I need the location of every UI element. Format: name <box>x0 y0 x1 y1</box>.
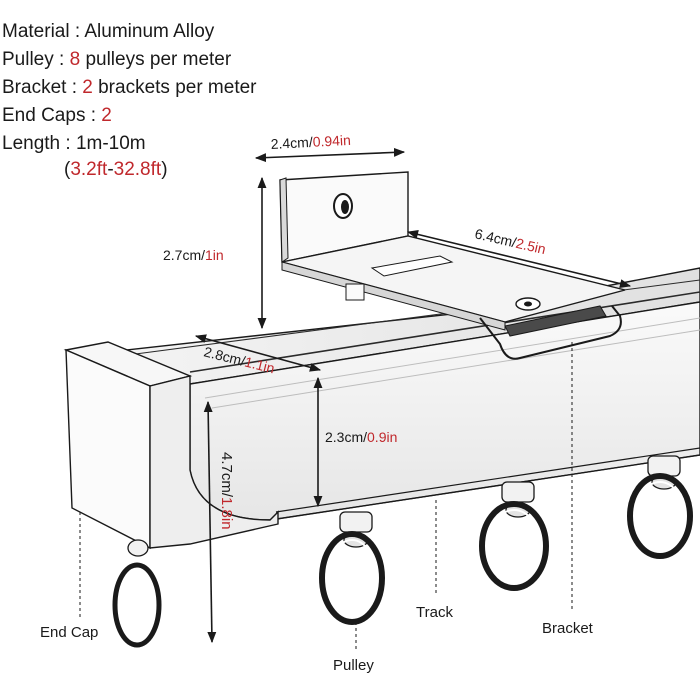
end-cap-side <box>149 375 279 549</box>
spec-length-ft-min: 3.2ft <box>70 159 108 180</box>
bracket-clip-pad <box>504 305 607 337</box>
spec-pulley: Pulley : 8 pulleys per meter <box>2 48 231 72</box>
bracket-clip <box>479 305 622 360</box>
bracket-screw-hole-inner <box>341 200 349 214</box>
dim-label-bracket-length: 6.4cm/2.5in <box>473 225 547 257</box>
dim-arrow-track-total <box>203 400 217 644</box>
dim-bracket-length-cm: 6.4cm/ <box>473 225 518 250</box>
spec-length-value: 1m-10m <box>75 133 146 154</box>
pulley-roller <box>647 455 681 477</box>
track-bottom-lip <box>269 447 700 521</box>
callout-end-cap: End Cap <box>40 624 98 641</box>
pulley-roller <box>339 511 373 533</box>
end-cap-ring-link <box>112 562 162 648</box>
dim-track-inner-in: 0.9in <box>367 429 397 445</box>
end-cap-ring-roller <box>127 539 149 557</box>
spec-end-caps-label: End Caps : <box>2 105 102 126</box>
dim-label-track-total: 4.7cm/1.8in <box>218 452 235 530</box>
spec-length-label: Length : <box>2 133 76 154</box>
spec-end-caps-count: 2 <box>101 105 112 126</box>
spec-material: Material : Aluminum Alloy <box>2 20 214 44</box>
bracket-wall-plate-side <box>279 177 289 263</box>
pulley-ring <box>627 473 693 559</box>
pulley <box>627 455 693 559</box>
spec-material-label: Material : <box>2 21 85 42</box>
dim-track-total-in: 1.8in <box>218 497 235 530</box>
pulley <box>479 481 549 591</box>
dim-bracket-height-in: 1in <box>205 247 224 263</box>
spec-length-ft-open: ( <box>64 159 71 180</box>
spec-length-ft-close: ) <box>161 159 168 180</box>
pulley-ring <box>479 501 549 591</box>
spec-pulley-count: 8 <box>69 49 81 70</box>
callout-leaders <box>79 342 573 652</box>
callout-track: Track <box>416 604 453 621</box>
spec-bracket-rest: brackets per meter <box>92 77 257 98</box>
pulley-roller <box>501 481 535 503</box>
pulley-ring-highlight <box>327 539 377 617</box>
dim-bracket-length-in: 2.5in <box>514 235 547 257</box>
dim-bracket-height-cm: 2.7cm/ <box>163 247 205 263</box>
spec-pulley-label: Pulley : <box>2 49 70 70</box>
pulley-ring-highlight <box>635 481 685 551</box>
dim-track-inner-cm: 2.3cm/ <box>325 429 367 445</box>
bracket-clip-screw-center <box>524 301 532 307</box>
spec-end-caps: End Caps : 2 <box>2 104 112 128</box>
dim-arrow-bracket-width <box>254 147 406 163</box>
dim-arrow-bracket-length <box>406 230 632 288</box>
end-cap-ring-link-inner <box>119 569 155 641</box>
pulley <box>319 511 385 625</box>
spec-length-ft: (3.2ft-32.8ft) <box>64 158 168 182</box>
dimension-lines <box>194 147 632 644</box>
pulley-ring <box>319 531 385 625</box>
spec-bracket-count: 2 <box>82 77 93 98</box>
callout-pulley: Pulley <box>333 657 374 674</box>
dim-bracket-width-in: 0.94in <box>312 132 351 150</box>
dim-label-track-inner: 2.3cm/0.9in <box>325 429 397 445</box>
spec-length-ft-dash: - <box>107 159 114 180</box>
bracket-arm-edge <box>281 261 506 331</box>
spec-material-value: Aluminum Alloy <box>84 21 215 42</box>
spec-length: Length : 1m-10m <box>2 132 146 156</box>
dim-track-top-in: 1.1in <box>243 354 276 377</box>
dim-label-bracket-width: 2.4cm/0.94in <box>270 132 351 152</box>
pulley-ring-highlight <box>487 509 541 583</box>
dim-bracket-width-cm: 2.4cm/ <box>270 134 313 152</box>
spec-pulley-rest: pulleys per meter <box>80 49 232 70</box>
pulley-group <box>112 455 693 648</box>
spec-length-ft-max: 32.8ft <box>113 159 162 180</box>
callout-bracket: Bracket <box>542 620 594 637</box>
bracket-tab <box>345 283 365 301</box>
dim-arrow-track-top <box>194 334 322 372</box>
end-cap-ring <box>112 539 162 648</box>
end-cap <box>63 341 279 550</box>
dim-label-bracket-height: 2.7cm/1in <box>163 247 224 263</box>
dim-track-total-cm: 4.7cm/ <box>218 452 235 498</box>
spec-bracket: Bracket : 2 brackets per meter <box>2 76 257 100</box>
spec-bracket-label: Bracket : <box>2 77 83 98</box>
track <box>107 267 700 521</box>
